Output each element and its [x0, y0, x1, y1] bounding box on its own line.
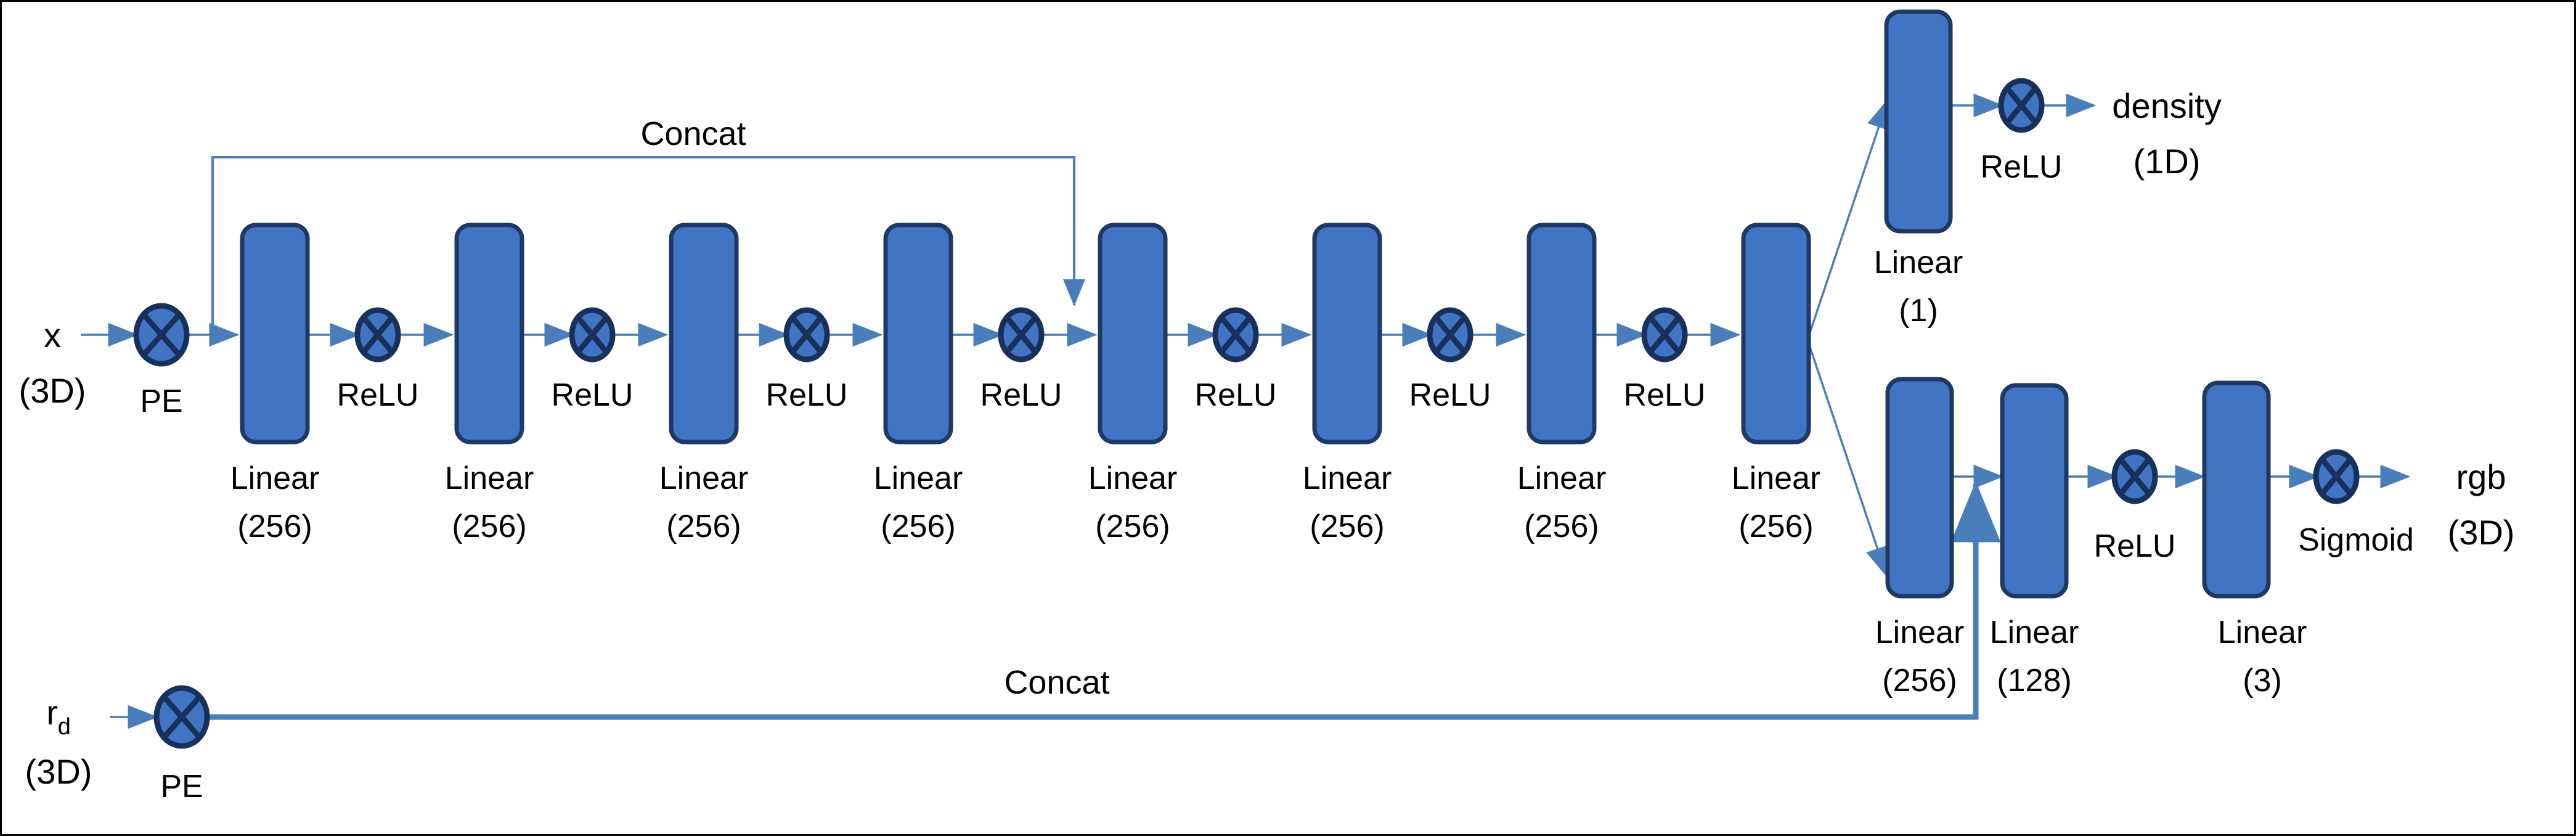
label-linear-3-width: (256): [666, 509, 741, 544]
label-relu-7: ReLU: [1624, 377, 1706, 413]
label-relu-density: ReLU: [1981, 149, 2063, 185]
node-relu-1[interactable]: [354, 307, 401, 363]
label-relu-1: ReLU: [337, 377, 419, 413]
label-relu-3: ReLU: [766, 377, 848, 413]
label-linear-2-width: (256): [452, 509, 526, 544]
label-linear-color-256: Linear: [1875, 615, 1965, 650]
label-linear-4: Linear: [874, 461, 963, 496]
label-linear-2: Linear: [445, 461, 534, 496]
label-linear-1: Linear: [230, 461, 320, 496]
block-linear-6[interactable]: [1312, 223, 1382, 445]
label-relu-6: ReLU: [1409, 377, 1491, 413]
label-input-x-dim: (3D): [19, 371, 86, 410]
block-linear-color-256[interactable]: [1885, 377, 1954, 599]
arrow-branch-to-color: [1806, 339, 1889, 578]
label-linear-5-width: (256): [1095, 509, 1170, 544]
label-linear-6: Linear: [1303, 461, 1392, 496]
concat-label-viewdir: Concat: [1004, 664, 1109, 701]
arrow-branch-to-density: [1806, 98, 1890, 340]
label-linear-8-width: (256): [1738, 509, 1813, 544]
node-relu-2[interactable]: [569, 307, 616, 363]
label-pe-rd: PE: [160, 769, 203, 805]
label-linear-1-width: (256): [237, 509, 312, 544]
label-linear-color-3-width: (3): [2243, 663, 2282, 699]
node-relu-4[interactable]: [998, 307, 1045, 363]
block-linear-1[interactable]: [240, 223, 310, 445]
block-linear-5[interactable]: [1098, 223, 1168, 445]
input-x-labels: x (3D) PE: [19, 316, 183, 419]
label-linear-density-width: (1): [1899, 293, 1938, 329]
skip-connection-concat: [211, 156, 1085, 335]
label-relu-2: ReLU: [552, 377, 634, 413]
color-branch-blocks: [1885, 377, 2360, 599]
label-output-density: density: [2112, 86, 2221, 125]
viewdir-concat-connection: [110, 481, 2001, 729]
label-output-rgb: rgb: [2456, 457, 2506, 496]
node-relu-6[interactable]: [1427, 307, 1473, 363]
block-linear-color-128[interactable]: [2000, 383, 2069, 599]
label-input-rd-main: r: [46, 693, 58, 732]
node-pe-x[interactable]: [133, 303, 190, 367]
label-input-x: x: [44, 316, 61, 354]
block-linear-4[interactable]: [883, 223, 953, 445]
node-sigmoid[interactable]: [2313, 449, 2360, 504]
node-relu-color[interactable]: [2111, 449, 2158, 504]
label-linear-6-width: (256): [1310, 509, 1384, 544]
node-pe-rd[interactable]: [153, 685, 210, 749]
viewdir-concat-path: [207, 481, 2001, 720]
label-relu-5: ReLU: [1195, 377, 1277, 413]
label-linear-7-width: (256): [1524, 509, 1599, 544]
label-linear-7: Linear: [1517, 461, 1607, 496]
label-linear-3: Linear: [659, 461, 749, 496]
label-input-rd-dim: (3D): [25, 752, 92, 791]
label-linear-5: Linear: [1088, 461, 1178, 496]
label-input-rd: rd: [46, 693, 71, 740]
trunk-nodes: [133, 303, 1688, 367]
input-rd-labels: rd (3D) PE: [25, 693, 203, 805]
node-relu-density[interactable]: [1998, 78, 2045, 133]
label-output-density-dim: (1D): [2134, 142, 2201, 181]
skip-connection-path: [211, 156, 1085, 335]
block-linear-2[interactable]: [454, 223, 524, 445]
label-pe-x: PE: [140, 383, 182, 419]
density-branch-blocks: [1884, 9, 2045, 234]
label-relu-color: ReLU: [2094, 528, 2176, 564]
node-relu-5[interactable]: [1212, 307, 1259, 363]
label-relu-4: ReLU: [980, 377, 1062, 413]
label-linear-density: Linear: [1874, 245, 1963, 281]
node-relu-7[interactable]: [1641, 307, 1688, 363]
block-linear-7[interactable]: [1526, 223, 1597, 445]
density-branch-labels: Linear (1) ReLU density (1D): [1874, 86, 2222, 329]
label-linear-4-width: (256): [881, 509, 955, 544]
label-sigmoid: Sigmoid: [2298, 522, 2414, 558]
label-output-rgb-dim: (3D): [2448, 513, 2515, 552]
color-branch-labels: Linear (256) Linear (128) ReLU Linear (3…: [1875, 457, 2515, 699]
label-linear-color-128: Linear: [1990, 615, 2079, 650]
block-linear-density[interactable]: [1884, 9, 1953, 234]
label-linear-color-128-width: (128): [1997, 663, 2071, 699]
label-input-rd-sub: d: [58, 714, 71, 740]
label-linear-color-3: Linear: [2218, 615, 2307, 650]
trunk-linear-blocks: [240, 223, 1811, 445]
label-linear-color-256-width: (256): [1882, 663, 1957, 699]
label-linear-8: Linear: [1732, 461, 1821, 496]
block-linear-3[interactable]: [669, 223, 739, 445]
concat-label-skip: Concat: [640, 115, 746, 152]
branch-split-connectors: [1806, 98, 1890, 578]
node-relu-3[interactable]: [783, 307, 830, 363]
block-linear-color-3[interactable]: [2202, 380, 2271, 599]
block-linear-8[interactable]: [1741, 223, 1811, 445]
trunk-labels: Linear (256) Linear (256) Linear (256) L…: [230, 377, 1821, 544]
